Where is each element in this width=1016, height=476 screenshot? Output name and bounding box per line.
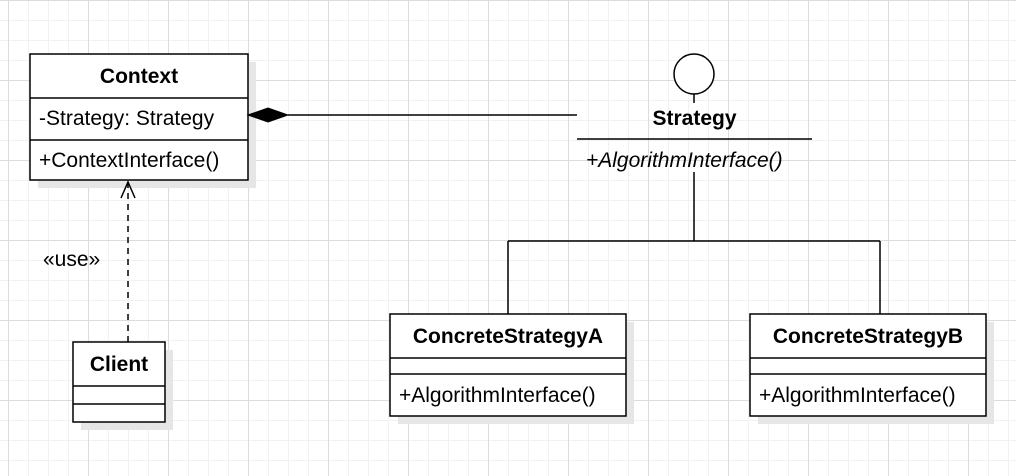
strategy-name: Strategy	[652, 107, 737, 130]
concrete-strategy-a-name: ConcreteStrategyA	[412, 325, 604, 348]
use-stereotype-label: «use»	[43, 248, 101, 271]
open-arrowhead-icon	[120, 180, 136, 199]
concrete-strategy-b-operation: +AlgorithmInterface()	[759, 384, 956, 407]
client-class[interactable]	[72, 341, 173, 430]
realization-lines[interactable]	[507, 172, 881, 314]
context-attribute: -Strategy: Strategy	[39, 107, 215, 130]
interface-lollipop-icon	[673, 53, 715, 95]
concrete-strategy-b-name: ConcreteStrategyB	[772, 325, 964, 348]
composition-link[interactable]	[246, 107, 577, 123]
use-dependency[interactable]	[120, 180, 136, 342]
concrete-strategy-b-class[interactable]	[749, 313, 994, 424]
context-name: Context	[99, 65, 179, 88]
composition-diamond	[246, 107, 290, 123]
context-class[interactable]	[29, 53, 256, 188]
concrete-strategy-a-class[interactable]	[389, 313, 634, 424]
context-operation: +ContextInterface()	[39, 149, 220, 172]
client-name: Client	[89, 353, 149, 376]
strategy-operation: +AlgorithmInterface()	[586, 149, 783, 172]
concrete-strategy-a-operation: +AlgorithmInterface()	[399, 384, 596, 407]
strategy-interface[interactable]	[577, 53, 812, 140]
